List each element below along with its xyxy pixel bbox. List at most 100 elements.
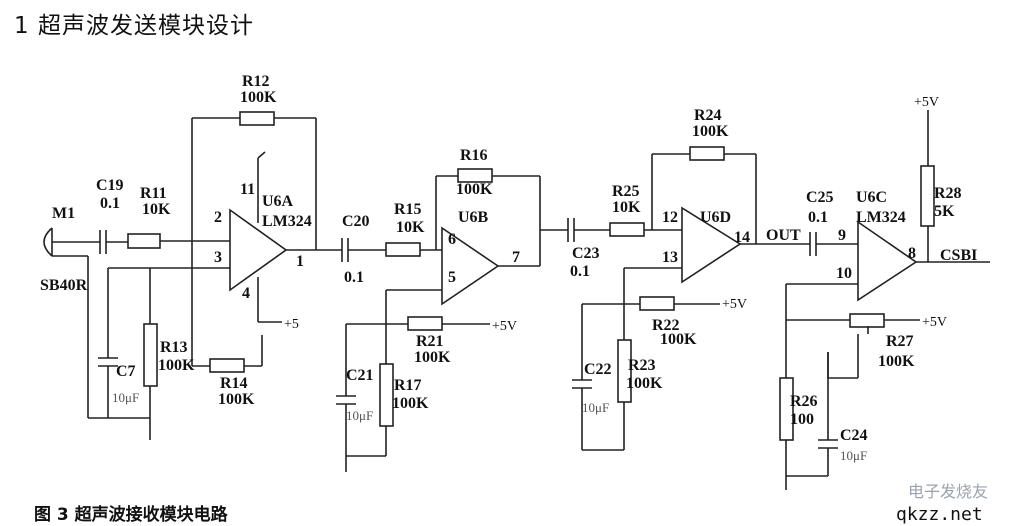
label-r25: R25 [612,183,640,200]
label-r21: R21 [416,333,444,350]
resistor-r21 [407,316,443,331]
label-c24: C24 [840,427,868,444]
label-r12: R12 [242,73,270,90]
label-r11-value: 10K [142,201,171,218]
label-r26-value: 100 [790,411,814,428]
opamp-u6c [857,220,918,302]
label-c7: C7 [116,363,136,380]
resistor-r13 [143,323,158,387]
pin-14: 14 [734,229,750,246]
watermark-logo: 电子发烧友 [908,482,989,501]
label-u6d: U6D [700,209,731,226]
label-r17-value: 100K [392,395,429,412]
label-r15: R15 [394,201,422,218]
label-r11: R11 [140,185,167,202]
label-r15-value: 10K [396,219,425,236]
resistor-r25 [609,222,645,237]
label-csbi: CSBI [940,247,977,264]
resistor-r12 [239,111,275,126]
pin-13: 13 [662,249,678,266]
label-c22: C22 [584,361,612,378]
label-r16-value: 100K [456,181,493,198]
label-r24: R24 [694,107,722,124]
pin-2: 2 [214,209,222,226]
label-r14-value: 100K [218,391,255,408]
label-out: OUT [766,227,801,244]
label-r24-value: 100K [692,123,729,140]
site-watermark: qkzz.net [896,504,983,525]
label-plus5-a: +5 [284,317,299,332]
capacitor-c22 [572,379,592,389]
section-heading: 1 超声波发送模块设计 [14,13,254,39]
label-r28: R28 [934,185,962,202]
label-plus5v-c: +5V [722,297,747,312]
microphone-m1 [43,227,100,418]
label-r17: R17 [394,377,422,394]
resistor-r14 [209,358,245,373]
label-r14: R14 [220,375,248,392]
pin-6: 6 [448,231,456,248]
capacitor-c24 [818,439,838,449]
capacitor-c21 [336,395,356,405]
label-r12-value: 100K [240,89,277,106]
label-plus5v-d: +5V [914,95,939,110]
figure-caption: 图 3 超声波接收模块电路 [34,505,228,525]
pin-1: 1 [296,253,304,270]
pin-7: 7 [512,249,520,266]
opamp-u6d [681,206,742,284]
pin-10: 10 [836,265,852,282]
label-r21-value: 100K [414,349,451,366]
label-r27-value: 100K [878,353,915,370]
label-c21: C21 [346,367,374,384]
label-r13: R13 [160,339,188,356]
pin-3: 3 [214,249,222,266]
label-c23-value: 0.1 [570,263,590,280]
label-plus5v-e: +5V [922,315,947,330]
label-u6b: U6B [458,209,489,226]
capacitor-c19 [99,230,128,254]
label-lm324-a: LM324 [262,213,312,230]
pin-8: 8 [908,245,916,262]
opamp-u6a [229,208,288,292]
capacitor-c25 [809,232,817,256]
label-c25: C25 [806,189,834,206]
resistor-r11 [127,233,161,249]
resistor-r24 [689,146,725,161]
label-m1: M1 [52,205,75,222]
label-r28-value: 5K [934,203,955,220]
pin-5: 5 [448,269,456,286]
label-lm324-c: LM324 [856,209,906,226]
label-r23-value: 100K [626,375,663,392]
label-r27: R27 [886,333,914,350]
label-c7-value: 10μF [112,390,139,405]
label-r13-value: 100K [158,357,195,374]
capacitor-c23 [567,218,575,242]
label-c19: C19 [96,177,124,194]
opamp-u6b [441,226,500,306]
label-r22: R22 [652,317,680,334]
resistor-r22 [639,296,675,311]
pin-4: 4 [242,285,250,302]
label-r22-value: 100K [660,331,697,348]
label-plus5v-b: +5V [492,319,517,334]
label-r25-value: 10K [612,199,641,216]
label-c20-value: 0.1 [344,269,364,286]
label-sb40r: SB40R [40,277,88,294]
label-c22-value: 10μF [582,400,609,415]
potentiometer-r27 [849,313,885,328]
label-c24-value: 10μF [840,448,867,463]
pin-11: 11 [240,181,255,198]
resistor-r15 [385,242,421,257]
pin-9: 9 [838,227,846,244]
label-u6a: U6A [262,193,294,210]
label-r23: R23 [628,357,656,374]
resistor-r28 [920,165,935,227]
label-c19-value: 0.1 [100,195,120,212]
label-c25-value: 0.1 [808,209,828,226]
label-c23: C23 [572,245,600,262]
capacitor-c20 [341,238,349,262]
label-r26: R26 [790,393,818,410]
label-c21-value: 10μF [346,408,373,423]
label-r16: R16 [460,147,488,164]
